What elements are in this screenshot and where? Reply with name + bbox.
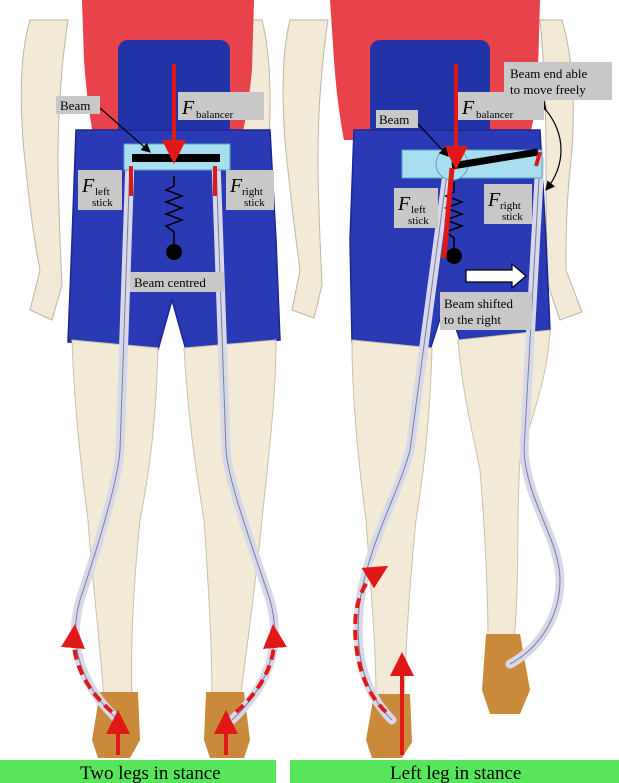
left-f-right-main: F <box>229 175 243 197</box>
right-figure-left-foot <box>366 694 412 758</box>
right-ground-caption: Left leg in stance <box>390 763 521 783</box>
left-status-label: Beam centred <box>134 275 206 290</box>
right-f-left-main: F <box>397 193 411 215</box>
right-f-balancer-main: F <box>461 97 475 119</box>
right-beam-free-line1: Beam end able <box>510 66 587 81</box>
right-f-right-main: F <box>487 189 501 211</box>
left-beam-label: Beam <box>60 98 90 113</box>
left-figure-left-leg <box>72 340 158 700</box>
right-status-line2: to the right <box>444 312 501 327</box>
right-figure-spring-anchor <box>446 248 462 264</box>
right-figure-left-arm <box>283 20 328 318</box>
left-figure-left-arm <box>21 20 68 320</box>
left-ground-caption: Two legs in stance <box>80 763 221 783</box>
right-figure-right-foot <box>482 634 530 714</box>
left-f-left-sub2: stick <box>92 197 113 209</box>
left-figure-right-leg <box>184 340 276 700</box>
left-f-left-main: F <box>81 175 95 197</box>
left-f-balancer-sub: balancer <box>196 109 234 121</box>
right-beam-label: Beam <box>379 112 409 127</box>
left-f-right-sub2: stick <box>244 197 265 209</box>
right-f-right-sub2: stick <box>502 211 523 223</box>
left-figure-spring-anchor <box>166 244 182 260</box>
right-status-line1: Beam shifted <box>444 296 513 311</box>
right-beam-free-line2: to move freely <box>510 82 586 97</box>
right-figure-right-leg <box>458 330 550 640</box>
right-f-left-sub2: stick <box>408 215 429 227</box>
left-f-balancer-main: F <box>181 97 195 119</box>
right-f-balancer-sub: balancer <box>476 109 514 121</box>
left-figure-beam[interactable] <box>132 154 220 162</box>
